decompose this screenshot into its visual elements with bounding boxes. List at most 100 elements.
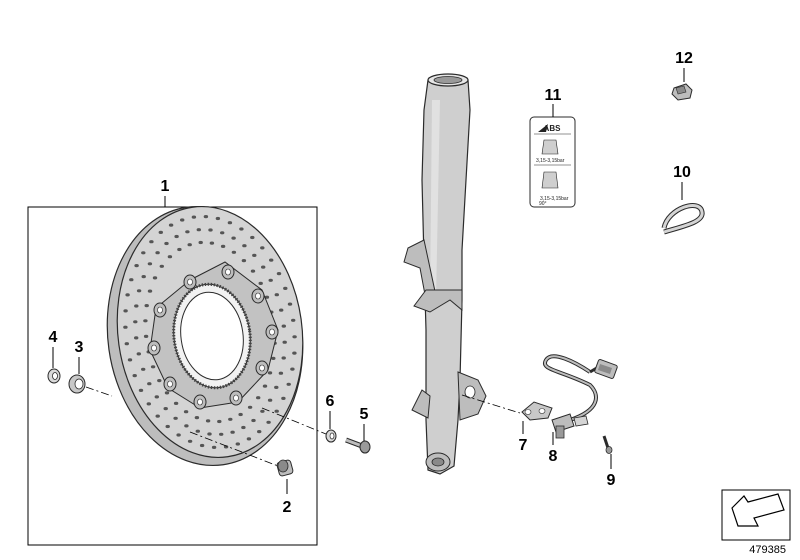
- bracket-part-7[interactable]: [521, 401, 553, 421]
- disc-hole: [282, 340, 287, 344]
- disc-hole: [209, 241, 215, 245]
- disc-hole: [191, 215, 197, 219]
- disc-hole: [136, 289, 142, 293]
- axis-line-left: [85, 386, 113, 397]
- disc-hole: [167, 255, 173, 259]
- disc-hole: [152, 276, 158, 280]
- disc-hole: [147, 289, 153, 293]
- disc-hole: [267, 371, 273, 375]
- bolt-part-5[interactable]: [345, 437, 371, 454]
- disc-rivet-hole: [225, 268, 231, 276]
- disc-hole: [199, 443, 205, 448]
- abs-label-part-11[interactable]: ABS 3,15-3,15bar 3,15-3,15bar 90°: [529, 116, 576, 208]
- disc-hole: [268, 278, 273, 282]
- disc-hole: [207, 432, 212, 436]
- disc-hole: [154, 395, 159, 399]
- disc-rivet-hole: [157, 306, 163, 314]
- abs-logo-swoosh: [538, 124, 548, 132]
- disc-hole: [276, 272, 282, 276]
- callout-10: 10: [673, 164, 691, 181]
- disc-hole: [230, 430, 235, 434]
- disc-rivet-hole: [167, 380, 173, 388]
- disc-hole: [165, 424, 170, 429]
- disc-hole: [157, 379, 162, 383]
- disc-hole: [138, 388, 144, 392]
- disc-hole: [168, 223, 174, 227]
- disc-hole: [143, 319, 148, 323]
- disc-hole: [264, 295, 270, 299]
- disc-hole: [260, 246, 265, 250]
- disc-hole: [183, 410, 189, 414]
- abs-tone-ring: [172, 282, 252, 390]
- callout-1: 1: [161, 178, 170, 195]
- cable-clip-part-12[interactable]: [671, 83, 693, 101]
- screw-part-9[interactable]: [602, 435, 613, 454]
- disc-hole: [267, 398, 273, 402]
- angle-text: 90°: [539, 201, 547, 207]
- abs-logo-text: ABS: [544, 124, 562, 133]
- disc-hole: [257, 430, 262, 434]
- disc-hole: [258, 281, 263, 285]
- disc-hole: [211, 445, 217, 449]
- disc-hole: [287, 302, 293, 306]
- disc-hole: [241, 425, 246, 430]
- callout-9: 9: [607, 472, 616, 489]
- disc-hole: [278, 371, 284, 375]
- disc-hole: [227, 221, 233, 225]
- disc-hole: [195, 429, 200, 433]
- disc-hole: [271, 356, 276, 360]
- disc-rivet-hole: [255, 292, 261, 300]
- disc-hole: [134, 336, 139, 340]
- callout-5: 5: [360, 406, 369, 423]
- group-frame: [27, 206, 318, 546]
- bolt-part-2[interactable]: [189, 431, 294, 477]
- disc-hole: [266, 420, 271, 424]
- brake-disc[interactable]: [91, 194, 319, 478]
- pressure-text-top: 3,15-3,15bar: [536, 158, 565, 164]
- disc-hole: [144, 304, 149, 308]
- disc-hole: [147, 382, 152, 386]
- brake-disc-group: [27, 194, 371, 546]
- disc-hole: [274, 293, 279, 297]
- disc-hole: [159, 264, 164, 268]
- fork-slider[interactable]: [403, 73, 521, 475]
- disc-rivet-hole: [197, 398, 203, 406]
- abs-sensor-part-8[interactable]: [543, 354, 618, 439]
- disc-hole: [281, 356, 286, 360]
- disc-rivet-hole: [269, 328, 275, 336]
- disc-hole: [127, 358, 133, 362]
- disc-hole: [198, 240, 203, 245]
- disc-hole: [185, 230, 190, 234]
- washer-part-4[interactable]: [47, 368, 61, 384]
- navigation-arrow-button[interactable]: [721, 489, 791, 541]
- disc-hole: [250, 235, 255, 240]
- disc-hole: [260, 409, 265, 413]
- disc-hole: [123, 309, 128, 313]
- disc-hole: [134, 264, 139, 268]
- disc-hole: [136, 352, 141, 356]
- disc-hole: [141, 275, 146, 279]
- spacer-ring-part-3[interactable]: [68, 374, 86, 394]
- disc-rivet-hole: [233, 394, 239, 402]
- disc-hole: [281, 324, 286, 328]
- disc-hole: [164, 391, 170, 395]
- callout-11: 11: [545, 87, 562, 104]
- diagram-number: 479385: [749, 544, 786, 556]
- axis-line-right: [261, 407, 327, 435]
- disc-hole: [180, 218, 185, 222]
- disc-rivet-hole: [151, 344, 157, 352]
- disc-hole: [241, 259, 247, 263]
- washer-part-6[interactable]: [325, 429, 337, 443]
- disc-hole: [251, 418, 256, 423]
- disc-hole: [279, 308, 284, 312]
- cable-tie-part-10[interactable]: [661, 203, 705, 235]
- disc-hole: [208, 228, 213, 232]
- disc-hole: [262, 384, 268, 388]
- disc-hole: [124, 342, 129, 346]
- disc-rivet-hole: [187, 278, 193, 286]
- disc-hole: [196, 228, 201, 232]
- callout-3: 3: [75, 339, 84, 356]
- disc-rivets: [147, 264, 279, 410]
- valve-icon-top: [541, 139, 559, 155]
